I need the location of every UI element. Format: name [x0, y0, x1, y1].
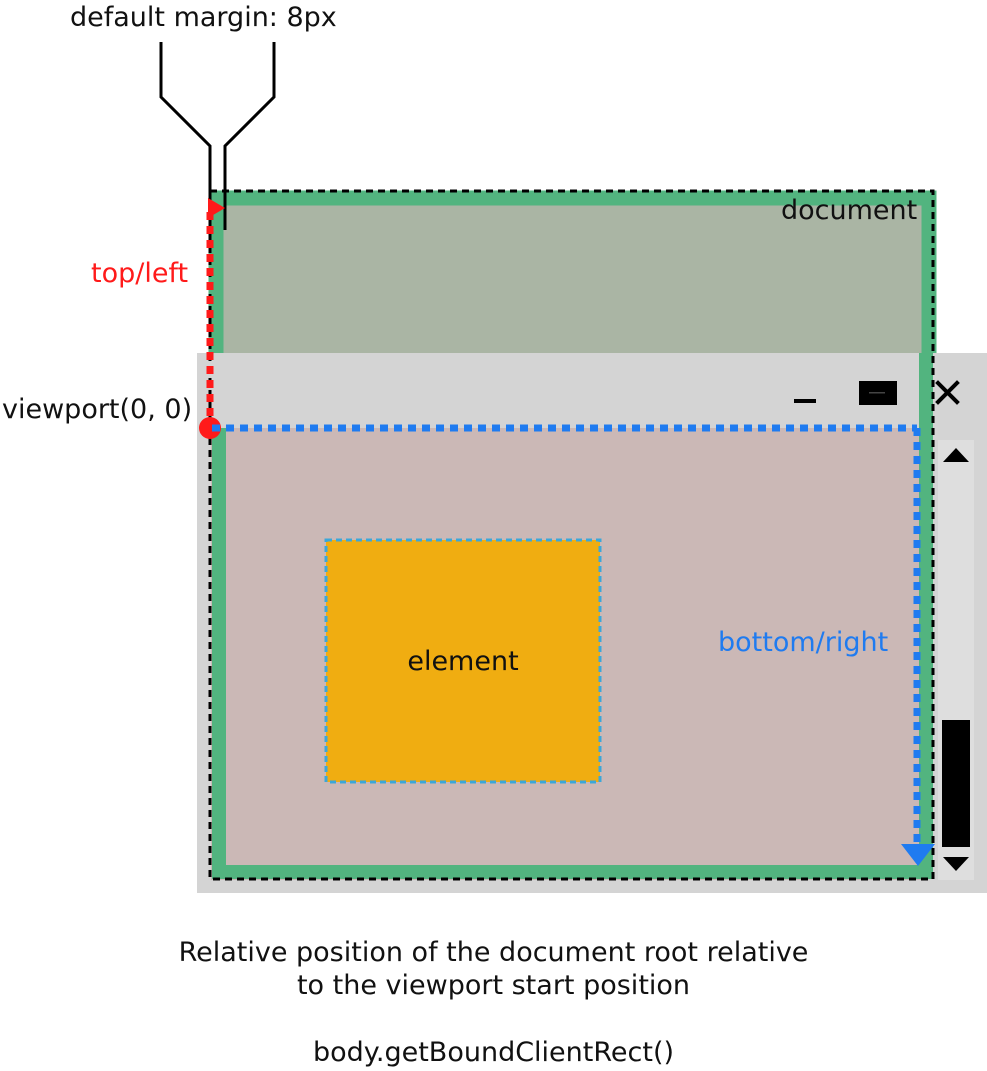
document-border-in-viewport [212, 428, 933, 879]
top-left-label: top/left [91, 258, 189, 289]
document-outline [208, 189, 935, 881]
caption-line-2: to the viewport start position [296, 970, 691, 1001]
default-margin-label: default margin: 8px [70, 2, 337, 33]
element-box [324, 538, 602, 784]
viewport-origin-label: viewport(0, 0) [2, 394, 193, 425]
scroll-down-arrow-icon[interactable] [943, 857, 969, 871]
caption-code: body.getBoundClientRect() [312, 1037, 675, 1068]
bottom-right-label: bottom/right [718, 627, 889, 658]
maximize-icon[interactable] [859, 381, 897, 405]
scroll-up-arrow-icon[interactable] [943, 448, 969, 462]
margin-bracket-right [223, 42, 276, 230]
scrollbar-thumb[interactable] [942, 720, 970, 847]
caption-line-1: Relative position of the document root r… [178, 937, 809, 968]
element-label: element [407, 646, 519, 677]
top-left-arrow [208, 198, 225, 218]
close-icon[interactable] [935, 380, 960, 405]
viewport-origin-dot [199, 417, 221, 439]
minimize-icon[interactable] [794, 399, 816, 403]
bottom-right-arrow [901, 844, 935, 866]
document-label: document [781, 195, 918, 226]
margin-bracket-left [159, 42, 212, 230]
